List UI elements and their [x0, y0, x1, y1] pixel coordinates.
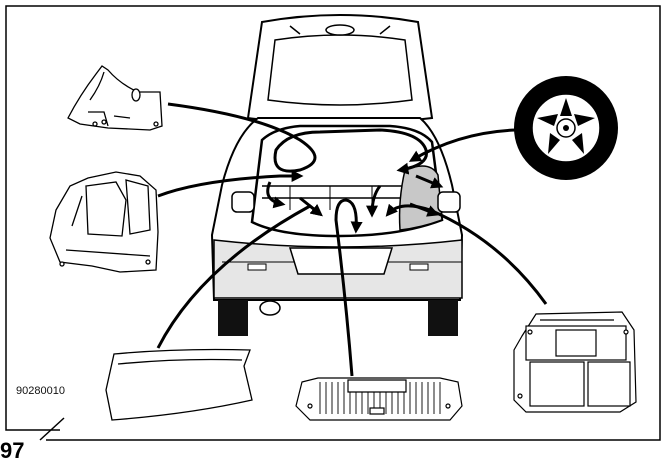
figure-frame — [5, 5, 661, 441]
part-luggage-storage-box — [513, 311, 637, 413]
tail-light-left — [231, 191, 255, 213]
frame-tab — [39, 417, 65, 441]
figure-code: 90280010 — [16, 385, 65, 397]
assembly-arrows — [156, 102, 548, 377]
part-spare-tire — [514, 76, 618, 180]
rear-tire-right — [428, 300, 458, 336]
tail-light-right — [437, 191, 461, 213]
exhaust-pipe — [259, 300, 281, 316]
part-luggage-side-trim — [49, 171, 159, 273]
part-rear-quarter-trim — [67, 65, 163, 131]
page-number: 97 — [0, 438, 25, 463]
part-luggage-floor-board — [105, 348, 253, 421]
rear-tire-left — [218, 300, 248, 336]
part-rear-floor-finish-plate — [295, 377, 463, 421]
tailgate-lamp — [325, 24, 355, 36]
vehicle-rear-view — [210, 14, 464, 336]
spare-tire-well — [398, 165, 443, 231]
